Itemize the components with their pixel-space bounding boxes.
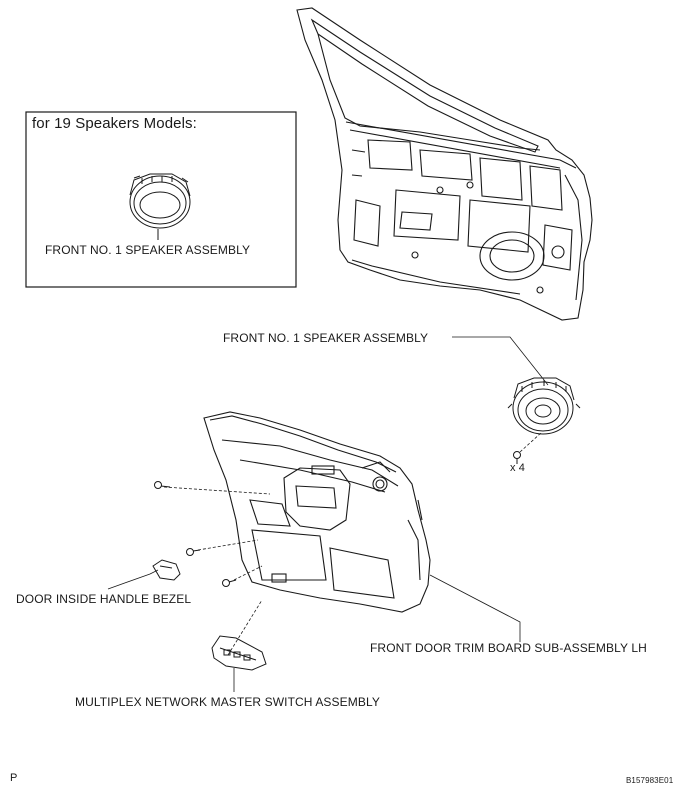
footer-left-mark: P	[10, 772, 18, 784]
door-panel-illustration	[296, 7, 593, 321]
master-switch-illustration	[211, 635, 267, 671]
screw-dashed-line	[519, 431, 543, 453]
speaker-illustration	[507, 377, 581, 435]
speaker-label: FRONT NO. 1 SPEAKER ASSEMBLY	[223, 331, 429, 345]
trim-screw-icon	[154, 481, 171, 489]
clip-dashed-lines	[163, 486, 271, 656]
trim-screw-icon	[222, 579, 237, 587]
inset-speaker-illustration	[129, 173, 191, 240]
screw-quantity-label: x 4	[510, 462, 525, 474]
speaker-screw-icon	[513, 451, 521, 464]
trim-screw-icon	[186, 548, 201, 556]
inset-speaker-label: FRONT NO. 1 SPEAKER ASSEMBLY	[45, 243, 251, 257]
inset-box	[25, 111, 297, 288]
speaker-leader-line	[452, 336, 549, 386]
handle-bezel-leader-line	[107, 569, 159, 590]
trim-board-label: FRONT DOOR TRIM BOARD SUB-ASSEMBLY LH	[370, 641, 647, 655]
handle-bezel-illustration	[152, 559, 181, 581]
inset-title: for 19 Speakers Models:	[32, 115, 197, 132]
trim-board-leader-line	[429, 574, 521, 642]
master-switch-label: MULTIPLEX NETWORK MASTER SWITCH ASSEMBLY	[75, 695, 380, 709]
handle-bezel-label: DOOR INSIDE HANDLE BEZEL	[16, 592, 192, 606]
door-trim-board-illustration	[203, 411, 431, 613]
figure-code: B157983E01	[626, 776, 674, 785]
